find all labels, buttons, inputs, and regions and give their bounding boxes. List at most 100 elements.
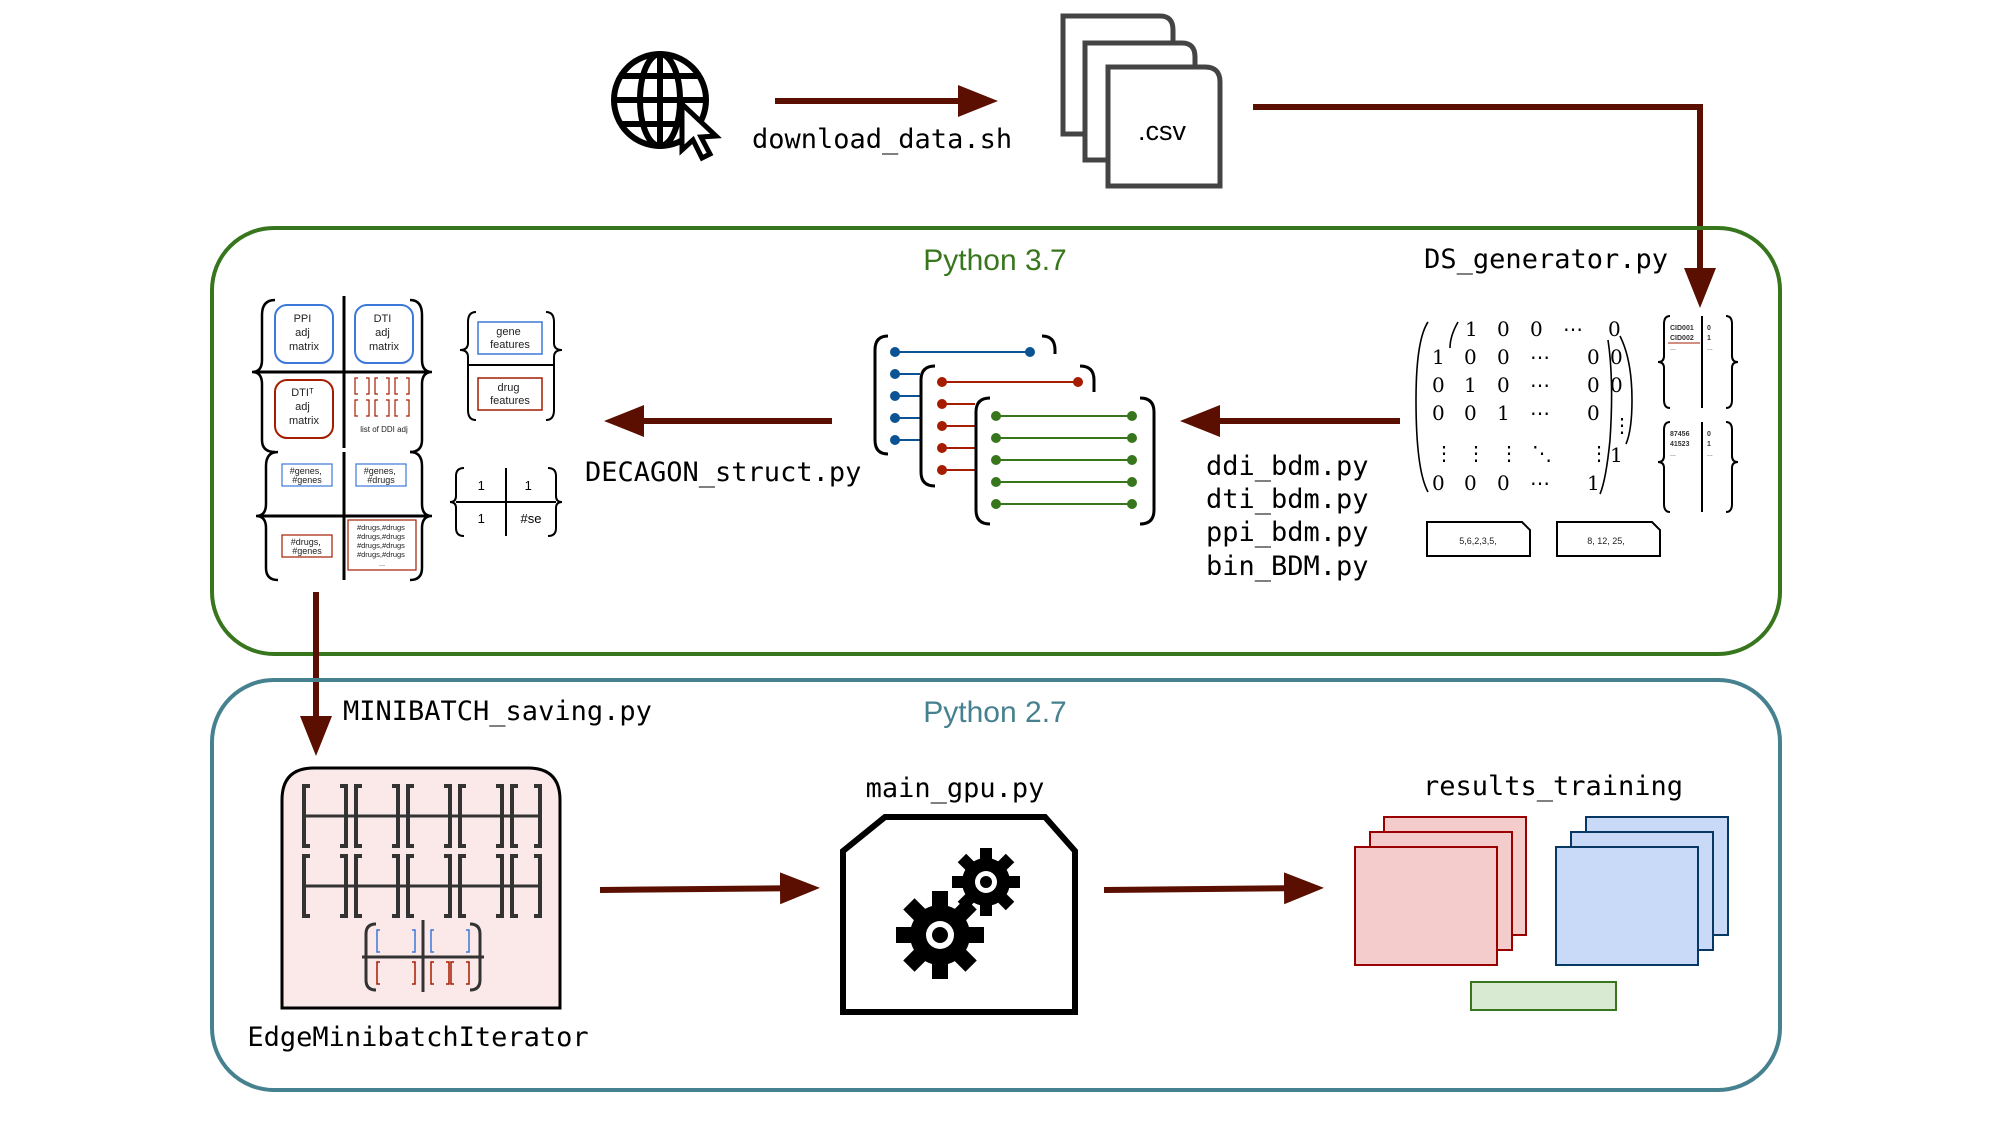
dti-top-label-2: adj bbox=[375, 327, 390, 339]
bdm-script-3: ppi_bdm.py bbox=[1206, 517, 1369, 548]
svg-text:#drugs, #genes: #drugs, #genes bbox=[291, 537, 324, 556]
svg-text:1: 1 bbox=[1465, 317, 1478, 341]
svg-text:⋯: ⋯ bbox=[1530, 401, 1550, 425]
id-tables-icon: CID001 CID002 ... 0 1 ... 87456 41523 ..… bbox=[1657, 315, 1739, 513]
svg-text:0: 0 bbox=[1432, 401, 1445, 425]
matrix-row-3: 0 1 0 ⋯ 0 0 bbox=[1432, 373, 1623, 397]
svg-text:#genes, #genes: #genes, #genes bbox=[290, 466, 325, 485]
csv-files-icon bbox=[1060, 13, 1223, 189]
matrix-row-5: ⋮ ⋮ ⋮ ⋱ ⋮ 1 bbox=[1434, 441, 1623, 467]
drugs-drugs-1: #drugs,#drugs bbox=[357, 523, 405, 532]
minibatch-iterator-icon bbox=[280, 766, 562, 1010]
dti-top-label-3: matrix bbox=[369, 341, 399, 353]
svg-text:87456 41523 ...: 87456 41523 ... 0 1 ... bbox=[1670, 431, 1713, 458]
svg-text:⋮: ⋮ bbox=[1612, 413, 1632, 437]
ppi-label-1: PPI bbox=[294, 313, 312, 325]
svg-text:1: 1 bbox=[1464, 373, 1477, 397]
svg-text:⋯: ⋯ bbox=[1530, 345, 1550, 369]
svg-text:1 1 1 #se: 1 1 1 #se bbox=[478, 478, 542, 526]
drugs-drugs-3: #drugs,#drugs bbox=[357, 541, 405, 550]
svg-text:gene features: gene features bbox=[490, 326, 530, 351]
python27-title: Python 2.7 bbox=[923, 696, 1066, 729]
small-grid-2: 1 bbox=[525, 478, 532, 493]
gene-features-1: gene bbox=[496, 326, 520, 338]
svg-text:0: 0 bbox=[1587, 373, 1600, 397]
svg-text:ddi_bdm.py dti_bdm.py: ddi_bdm.py dti_bdm.py ppi_bdm.py bin_BDM… bbox=[1206, 451, 1385, 582]
drugs-drugs-5: ... bbox=[379, 559, 385, 568]
genes-genes-1: #genes, bbox=[290, 466, 322, 476]
svg-text:CID001 CID002 ...: CID001 CID002 ... 0 1 ... bbox=[1670, 325, 1713, 352]
svg-text:0: 0 bbox=[1530, 317, 1543, 341]
gears-icon bbox=[840, 814, 1078, 1015]
download-script-label: download_data.sh bbox=[752, 124, 1012, 155]
arrow-to-main bbox=[599, 872, 820, 905]
svg-text:0: 0 bbox=[1497, 373, 1510, 397]
svg-text:0: 0 bbox=[1610, 373, 1623, 397]
ddi-caption: list of DDI adj bbox=[360, 425, 408, 434]
svg-text:0: 0 bbox=[1587, 401, 1600, 425]
genes-genes-2: #genes bbox=[292, 475, 322, 485]
svg-text:#genes, #drugs: #genes, #drugs bbox=[364, 466, 399, 485]
matrix-row-2: 1 0 0 ⋯ 0 0 bbox=[1432, 345, 1623, 369]
list-a: 5,6,2,3,5, bbox=[1459, 536, 1497, 546]
python27-container bbox=[210, 678, 1782, 1092]
svg-text:0: 0 bbox=[1497, 471, 1510, 495]
dti-bottom-label-2: adj bbox=[295, 401, 310, 413]
svg-text:DTIᵀ adj matrix: DTIᵀ adj matrix bbox=[289, 387, 319, 427]
drugs-genes-2: #genes bbox=[292, 546, 322, 556]
globe-cursor-icon bbox=[611, 51, 722, 162]
svg-text:⋯: ⋯ bbox=[1530, 471, 1550, 495]
matrix-row-4: 0 0 1 ⋯ 0 ⋮ bbox=[1432, 401, 1632, 437]
drugs-drugs-2: #drugs,#drugs bbox=[357, 532, 405, 541]
bdm-script-4: bin_BDM.py bbox=[1206, 551, 1369, 582]
svg-text:0: 0 bbox=[1464, 471, 1477, 495]
svg-text:0: 0 bbox=[1610, 345, 1623, 369]
python37-title: Python 3.7 bbox=[923, 244, 1066, 277]
edge-lists-icon bbox=[873, 334, 1156, 526]
svg-text:0: 0 bbox=[1497, 345, 1510, 369]
svg-text:0: 0 bbox=[1587, 345, 1600, 369]
genes-drugs-2: #drugs bbox=[367, 475, 395, 485]
svg-text:⋱: ⋱ bbox=[1532, 441, 1552, 465]
drug-features-2: features bbox=[490, 395, 530, 407]
small-grid-3: 1 bbox=[478, 511, 485, 526]
svg-text:DTI adj matrix: DTI adj matrix bbox=[369, 313, 399, 353]
csv-label: .csv bbox=[1138, 116, 1187, 146]
ppi-label-3: matrix bbox=[289, 341, 319, 353]
bdm-script-2: dti_bdm.py bbox=[1206, 484, 1369, 515]
arrow-csv-to-generator bbox=[1253, 104, 1716, 308]
svg-text:0: 0 bbox=[1608, 317, 1621, 341]
svg-text:⋮: ⋮ bbox=[1466, 441, 1486, 465]
results-cards-icon bbox=[1354, 816, 1729, 1011]
svg-text:0: 0 bbox=[1497, 317, 1510, 341]
svg-text:⋮: ⋮ bbox=[1589, 441, 1609, 465]
iterator-label: EdgeMinibatchIterator bbox=[247, 1022, 588, 1053]
results-label: results_training bbox=[1423, 771, 1683, 802]
svg-text:1: 1 bbox=[1610, 443, 1623, 467]
svg-text:drug features: drug features bbox=[490, 382, 530, 407]
genes-drugs-1: #genes, bbox=[364, 466, 396, 476]
dti-bottom-label-3: matrix bbox=[289, 415, 319, 427]
svg-text:⋮: ⋮ bbox=[1434, 441, 1454, 465]
bdm-script-1: ddi_bdm.py bbox=[1206, 451, 1369, 482]
small-grid-1: 1 bbox=[478, 478, 485, 493]
svg-text:⋮: ⋮ bbox=[1499, 441, 1519, 465]
drugs-genes-1: #drugs, bbox=[291, 537, 321, 547]
ppi-label-2: adj bbox=[295, 327, 310, 339]
matrix-row-6: 0 0 0 ⋯ 1 bbox=[1432, 471, 1600, 495]
matrix-row-1: 1 0 0 ⋯ 0 bbox=[1465, 317, 1621, 341]
minibatch-script-label: MINIBATCH_saving.py bbox=[343, 696, 652, 727]
svg-text:1: 1 bbox=[1432, 345, 1445, 369]
small-grid-4: #se bbox=[521, 511, 542, 526]
adjacency-matrix-block: PPI adj matrix DTI adj matrix DTIᵀ adj m… bbox=[251, 296, 563, 582]
drugs-drugs-4: #drugs,#drugs bbox=[357, 550, 405, 559]
svg-text:0: 0 bbox=[1432, 471, 1445, 495]
arrow-to-results bbox=[1103, 872, 1324, 905]
svg-text:1: 1 bbox=[1587, 471, 1600, 495]
ds-generator-label: DS_generator.py bbox=[1424, 244, 1668, 275]
svg-text:0: 0 bbox=[1432, 373, 1445, 397]
svg-text:1: 1 bbox=[1497, 401, 1510, 425]
list-b: 8, 12, 25, bbox=[1587, 536, 1625, 546]
